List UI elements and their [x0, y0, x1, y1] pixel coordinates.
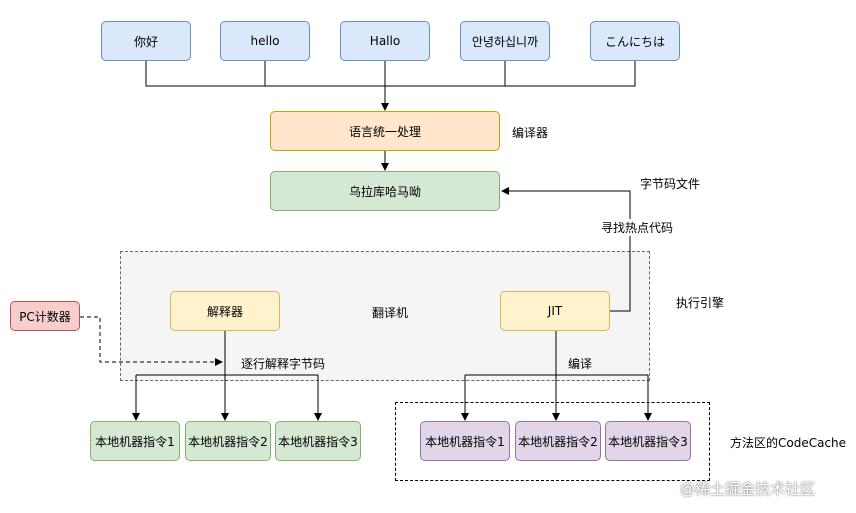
code-cache-label: 方法区的CodeCache: [730, 436, 847, 450]
bytecode-box: 乌拉库哈马呦: [270, 171, 500, 211]
translator-label: 翻译机: [372, 306, 409, 320]
greeting-box-1: 你好: [101, 21, 191, 61]
jit-instruction-1: 本地机器指令1: [420, 421, 510, 461]
bytecode-file-label: 字节码文件: [640, 177, 701, 191]
pc-counter-box: PC计数器: [10, 301, 80, 331]
hotspot-arrow: [501, 187, 631, 312]
compiler-box: 语言统一处理: [270, 111, 500, 151]
line-by-line-label: 逐行解释字节码: [241, 355, 326, 372]
pc-counter-arrow: [80, 316, 223, 366]
jit-instruction-2: 本地机器指令2: [515, 421, 601, 461]
interp-instruction-2: 本地机器指令2: [185, 421, 271, 461]
interp-instruction-3: 本地机器指令3: [275, 421, 361, 461]
code-cache-frame: [395, 402, 710, 481]
interpreter-box: 解释器: [170, 291, 280, 331]
greeting-box-2: hello: [220, 21, 310, 61]
hotspot-label: 寻找热点代码: [601, 219, 674, 236]
jit-box: JIT: [500, 291, 610, 331]
greeting-box-4: 안녕하십니까: [460, 21, 550, 61]
greeting-box-5: こんにちは: [590, 21, 680, 61]
jit-instruction-3: 本地机器指令3: [605, 421, 691, 461]
compiler-label: 编译器: [512, 126, 549, 140]
compile-label: 编译: [568, 355, 593, 372]
greeting-box-3: Hallo: [340, 21, 430, 61]
execution-engine-label: 执行引擎: [676, 296, 725, 310]
interp-instruction-1: 本地机器指令1: [90, 421, 180, 461]
watermark: @稀土掘金技术社区: [680, 480, 816, 498]
greetings-merge-line: [145, 60, 636, 87]
